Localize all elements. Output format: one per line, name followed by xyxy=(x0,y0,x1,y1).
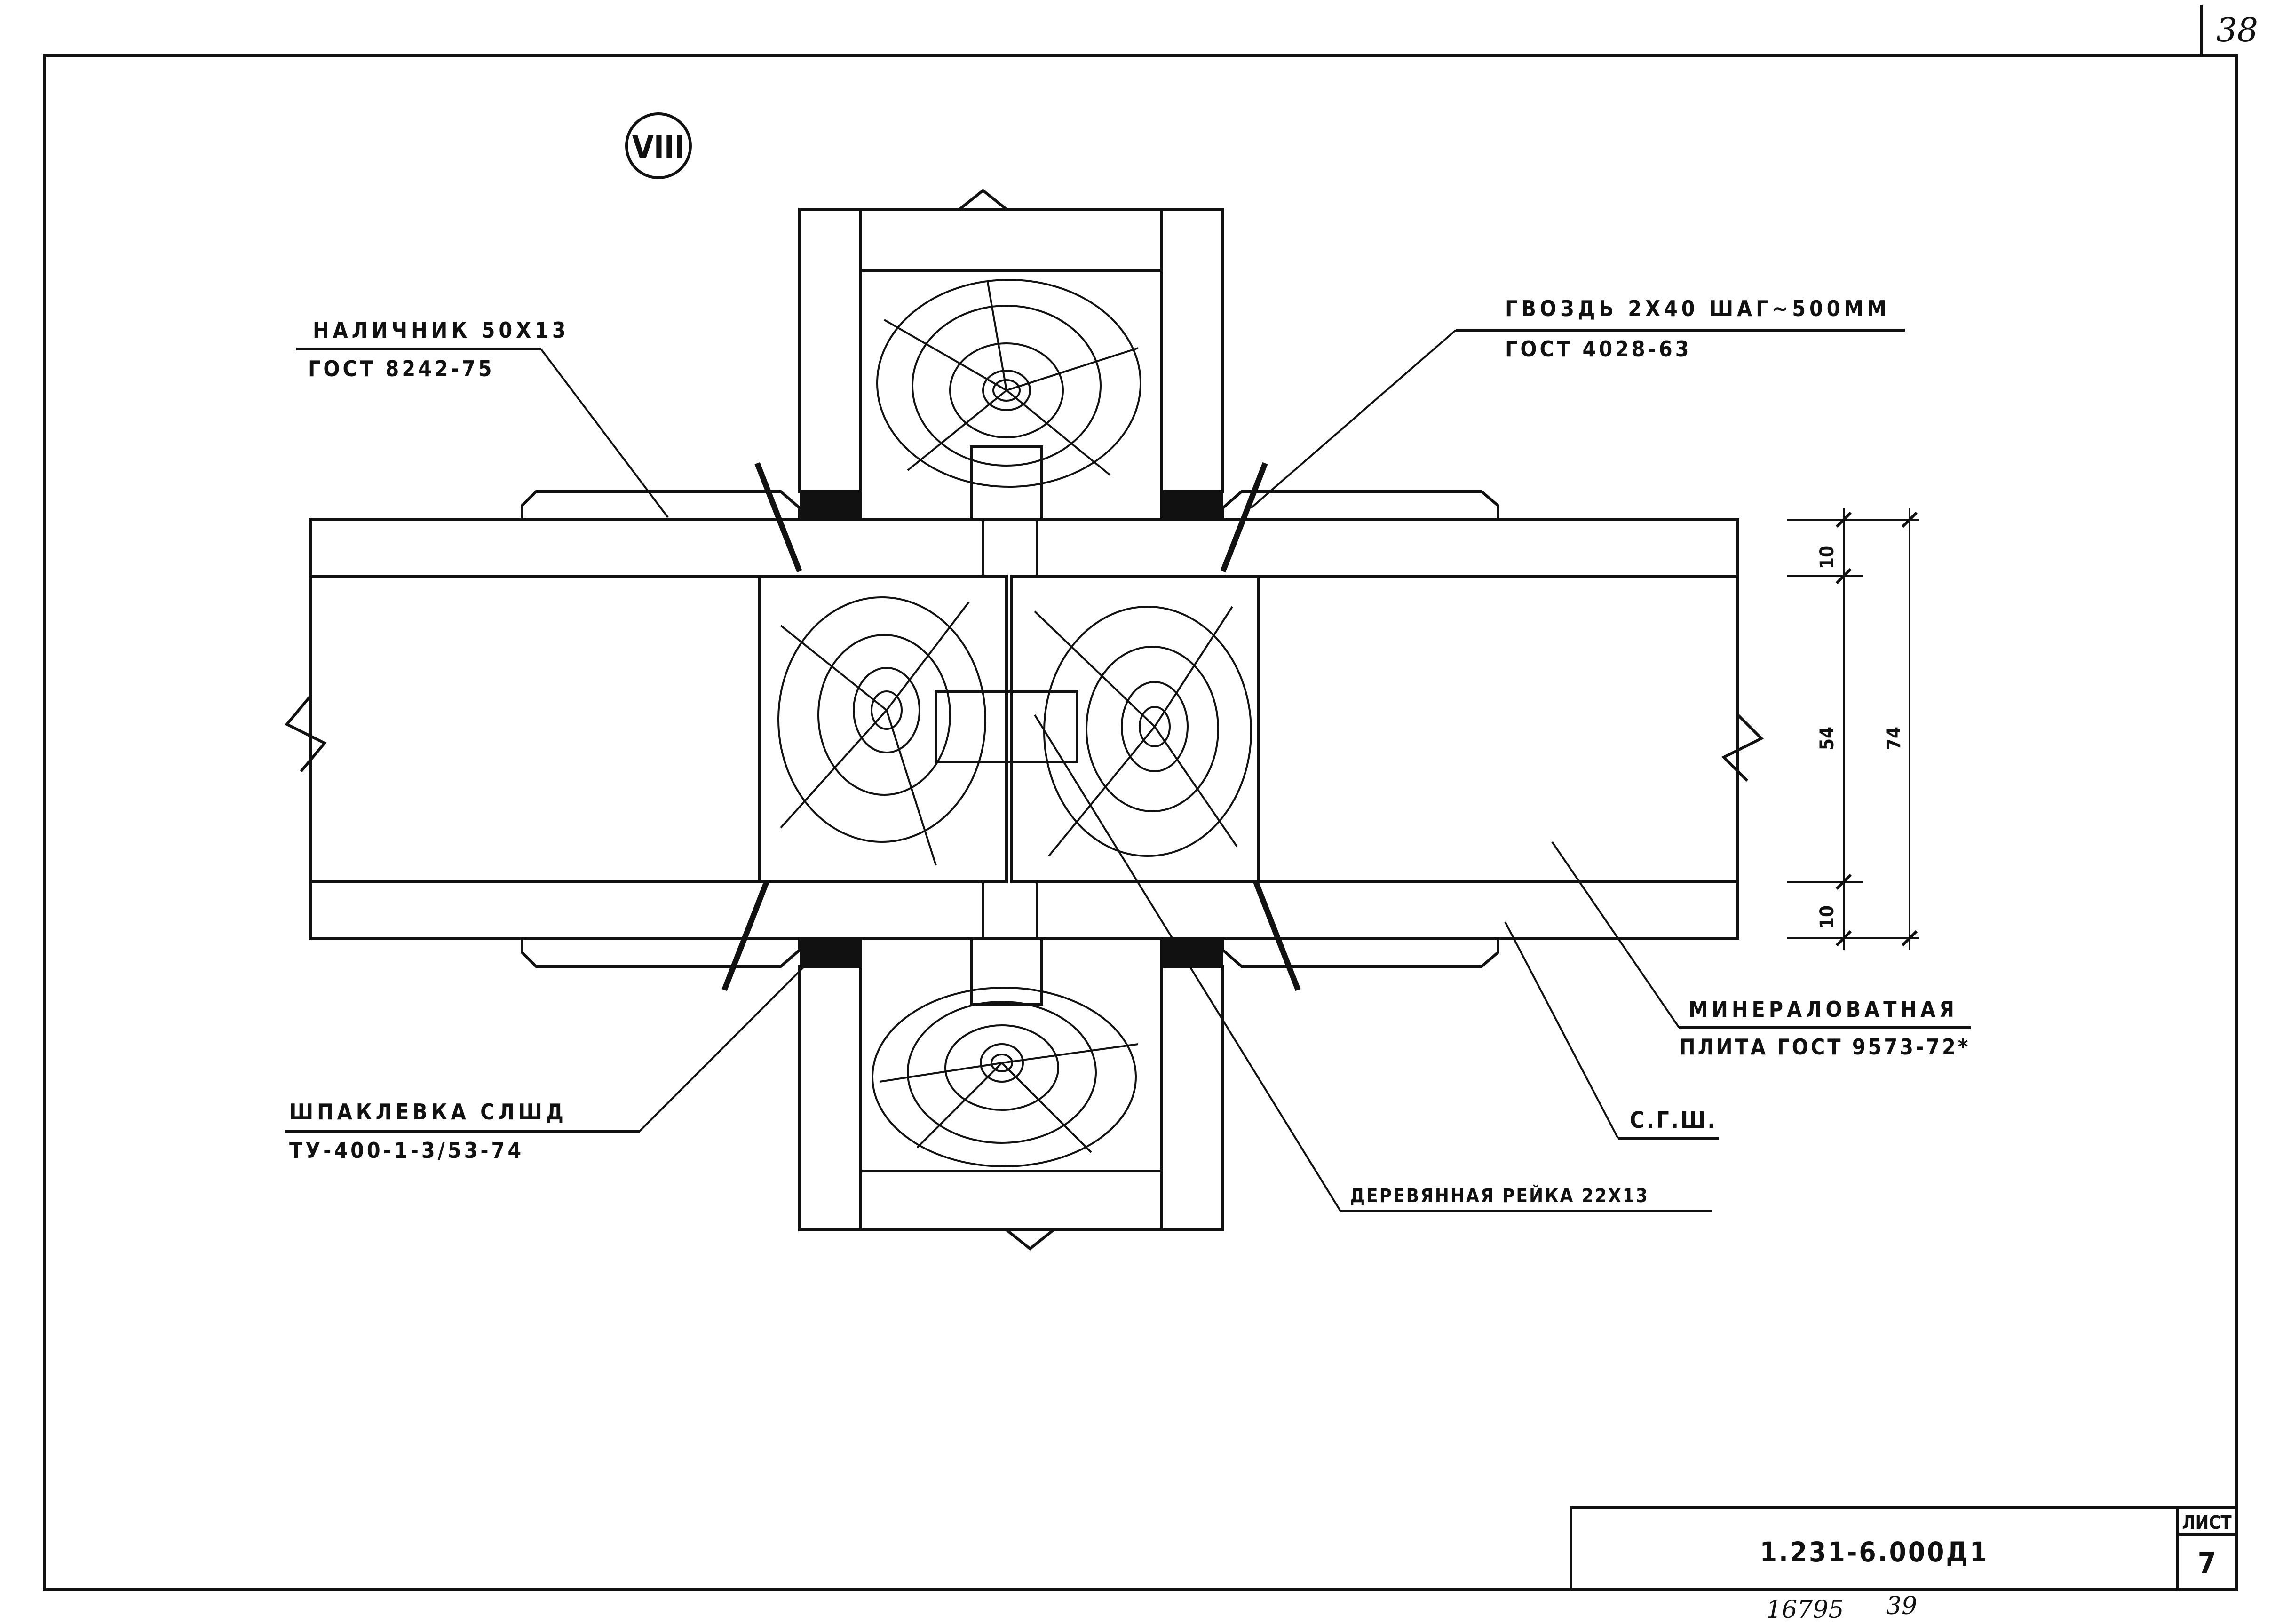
svg-text:ГОСТ 8242-75: ГОСТ 8242-75 xyxy=(308,356,495,381)
panel-bottom-skin xyxy=(309,880,984,940)
wood-rings-bottom xyxy=(872,987,1139,1167)
svg-text:ДЕРЕВЯННАЯ РЕЙКА 22Х13: ДЕРЕВЯННАЯ РЕЙКА 22Х13 xyxy=(1350,1184,1649,1207)
central-logs xyxy=(758,575,1260,883)
horizontal-panel xyxy=(285,518,1764,940)
vertical-post-top xyxy=(798,189,1224,521)
label-reika: ДЕРЕВЯННАЯ РЕЙКА 22Х13 xyxy=(1034,714,1712,1212)
svg-text:ГВОЗДЬ 2Х40 ШАГ~500ММ: ГВОЗДЬ 2Х40 ШАГ~500ММ xyxy=(1505,296,1890,321)
mineral-wool-top xyxy=(859,208,1163,272)
sheet-corner-number: 38 xyxy=(2216,11,2258,49)
break-mark-left xyxy=(285,695,327,772)
trim-boards xyxy=(521,490,1499,968)
wooden-slat xyxy=(935,690,1078,763)
svg-text:ШПАКЛЕВКА СЛШД: ШПАКЛЕВКА СЛШД xyxy=(289,1099,567,1125)
sheet-border xyxy=(43,54,2238,1591)
svg-text:МИНЕРАЛОВАТНАЯ: МИНЕРАЛОВАТНАЯ xyxy=(1688,997,1958,1022)
mineral-wool-left xyxy=(309,575,761,883)
dim-top-skin: 10 xyxy=(1816,546,1838,569)
doc-code: 1.231-6.000Д1 xyxy=(1760,1536,1989,1568)
trim-bottom-left xyxy=(521,937,801,968)
archive-number: 16795 xyxy=(1766,1596,1844,1624)
nails xyxy=(721,462,1301,991)
gap-strip-bottom xyxy=(970,937,1043,1006)
svg-text:НАЛИЧНИК 50Х13: НАЛИЧНИК 50Х13 xyxy=(313,317,570,343)
trim-top-right xyxy=(1221,490,1499,521)
svg-text:ТУ-400-1-3/53-74: ТУ-400-1-3/53-74 xyxy=(289,1138,524,1163)
label-shpaklevka: ШПАКЛЕВКА СЛШД ТУ-400-1-3/53-74 xyxy=(285,961,810,1163)
dim-bottom-skin: 10 xyxy=(1816,905,1838,929)
dimension-lines: 10 54 74 10 xyxy=(1787,508,1919,950)
sheet-number: 7 xyxy=(2198,1546,2216,1580)
title-block: 1.231-6.000Д1 ЛИСТ 7 xyxy=(1570,1506,2238,1591)
sealant-bottom-right xyxy=(1162,938,1223,966)
svg-text:VIII: VIII xyxy=(632,129,685,166)
svg-text:С.Г.Ш.: С.Г.Ш. xyxy=(1630,1107,1717,1133)
break-mark-right xyxy=(1721,713,1764,782)
sealant-top-right xyxy=(1162,491,1223,520)
trim-bottom-right xyxy=(1221,937,1499,968)
mineral-wool-bottom xyxy=(859,1170,1163,1231)
vertical-post-bottom xyxy=(798,937,1224,1251)
svg-text:ПЛИТА ГОСТ 9573-72*: ПЛИТА ГОСТ 9573-72* xyxy=(1679,1034,1970,1060)
wood-rings-left xyxy=(777,596,986,866)
label-gvozd: ГВОЗДЬ 2Х40 ШАГ~500ММ ГОСТ 4028-63 xyxy=(1250,296,1905,509)
sheet-label: ЛИСТ xyxy=(2182,1512,2232,1533)
sealant-top-left xyxy=(800,491,861,520)
svg-text:ГОСТ 4028-63: ГОСТ 4028-63 xyxy=(1505,336,1692,362)
dim-total: 74 xyxy=(1883,727,1905,750)
section-mark: VIII xyxy=(625,112,692,179)
wood-rings-right xyxy=(1034,606,1252,857)
page-number: 39 xyxy=(1886,1592,1917,1620)
label-mineral: МИНЕРАЛОВАТНАЯ ПЛИТА ГОСТ 9573-72* xyxy=(1551,841,1971,1060)
label-nalichnik: НАЛИЧНИК 50Х13 ГОСТ 8242-75 xyxy=(296,317,669,518)
timber-log-left xyxy=(758,575,1008,883)
sealant-bottom-left xyxy=(800,938,861,966)
timber-log-right xyxy=(1010,575,1260,883)
label-sgsh: С.Г.Ш. xyxy=(1504,921,1719,1140)
trim-top-left xyxy=(521,490,801,521)
gap-strip-top xyxy=(970,445,1043,521)
mineral-wool-right xyxy=(1257,575,1739,883)
panel-top-skin xyxy=(309,518,984,578)
dim-core: 54 xyxy=(1816,727,1838,750)
panel-top-skin-right xyxy=(1036,518,1739,578)
wood-rings-top xyxy=(876,279,1142,488)
